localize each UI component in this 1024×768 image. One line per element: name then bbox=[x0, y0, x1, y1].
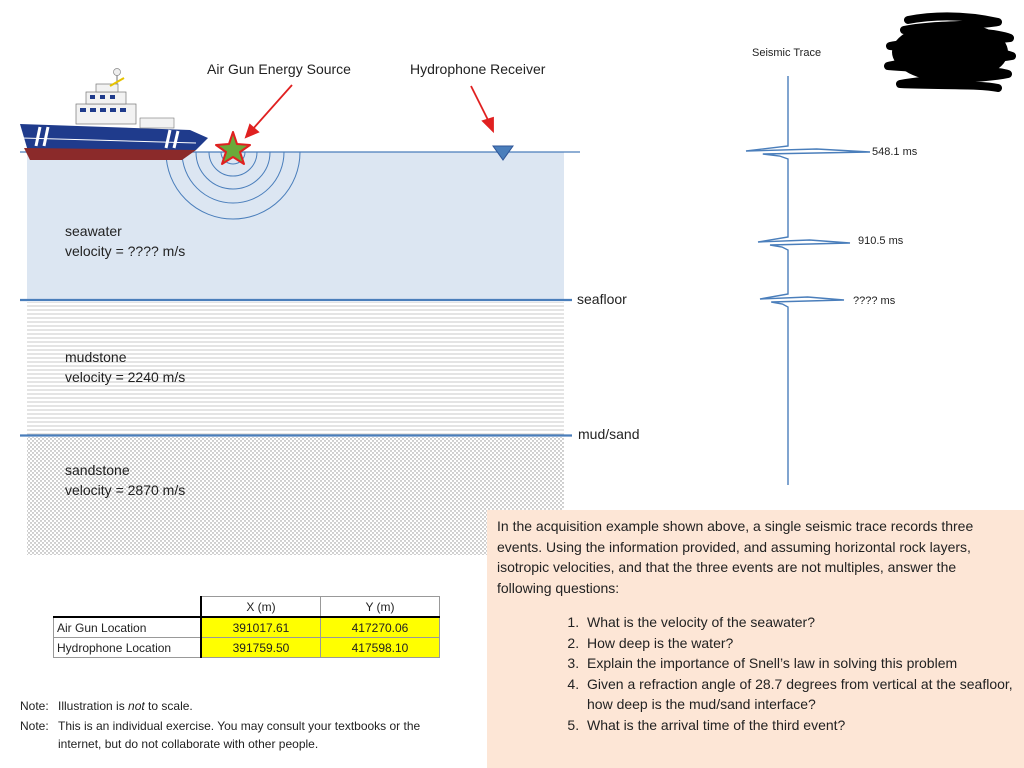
table-row-label: Hydrophone Location bbox=[53, 637, 202, 658]
mudstone-label: mudstone velocity = 2240 m/s bbox=[65, 349, 186, 385]
table-corner-cell bbox=[53, 596, 202, 618]
table-cell-x: 391759.50 bbox=[200, 637, 321, 658]
question-intro: In the acquisition example shown above, … bbox=[497, 518, 974, 596]
air-gun-label: Air Gun Energy Source bbox=[207, 61, 351, 77]
table-cell-y: 417598.10 bbox=[320, 637, 440, 658]
table-row: Hydrophone Location 391759.50 417598.10 bbox=[53, 637, 440, 658]
trace-waveform bbox=[745, 76, 871, 485]
mud-sand-label: mud/sand bbox=[578, 426, 640, 442]
note-individual: Note: This is an individual exercise. Yo… bbox=[20, 719, 421, 751]
coordinates-table: X (m) Y (m) Air Gun Location 391017.61 4… bbox=[53, 596, 440, 658]
table-header-y: Y (m) bbox=[320, 596, 440, 618]
question-item: How deep is the water? bbox=[583, 633, 1014, 654]
seismic-trace bbox=[745, 76, 871, 485]
notes: Note: Illustration is not to scale. Note… bbox=[20, 697, 430, 753]
question-item: What is the velocity of the seawater? bbox=[583, 612, 1014, 633]
note-scale: Note: Illustration is not to scale. bbox=[20, 699, 193, 713]
trace-event-1-label: 548.1 ms bbox=[872, 146, 918, 158]
table-cell-x: 391017.61 bbox=[200, 616, 321, 638]
table-header-x: X (m) bbox=[200, 596, 321, 618]
hydrophone-label: Hydrophone Receiver bbox=[410, 61, 546, 77]
table-cell-y: 417270.06 bbox=[320, 616, 440, 638]
question-item: Explain the importance of Snell’s law in… bbox=[583, 653, 1014, 674]
seawater-label: seawater velocity = ???? m/s bbox=[65, 223, 186, 259]
table-row-label: Air Gun Location bbox=[53, 616, 202, 638]
trace-event-3-label: ???? ms bbox=[853, 295, 896, 307]
sandstone-layer bbox=[27, 437, 564, 555]
seafloor-label: seafloor bbox=[577, 291, 627, 307]
wavefront-arcs bbox=[165, 151, 301, 220]
question-item: What is the arrival time of the third ev… bbox=[583, 715, 1014, 736]
question-list: What is the velocity of the seawater? Ho… bbox=[497, 612, 1014, 735]
trace-event-2-label: 910.5 ms bbox=[858, 235, 904, 247]
table-header-row: X (m) Y (m) bbox=[53, 596, 440, 618]
air-gun-star-icon bbox=[215, 131, 251, 165]
redaction-scribble bbox=[884, 12, 1016, 92]
trace-title: Seismic Trace bbox=[752, 47, 822, 59]
callout-arrows bbox=[244, 84, 494, 139]
hydrophone-triangle-icon bbox=[492, 145, 514, 161]
question-item: Given a refraction angle of 28.7 degrees… bbox=[583, 674, 1014, 715]
ship-icon bbox=[20, 68, 208, 160]
mudstone-layer bbox=[27, 302, 564, 435]
table-row: Air Gun Location 391017.61 417270.06 bbox=[53, 616, 440, 638]
sandstone-label: sandstone velocity = 2870 m/s bbox=[65, 462, 186, 498]
question-box: In the acquisition example shown above, … bbox=[487, 510, 1024, 768]
